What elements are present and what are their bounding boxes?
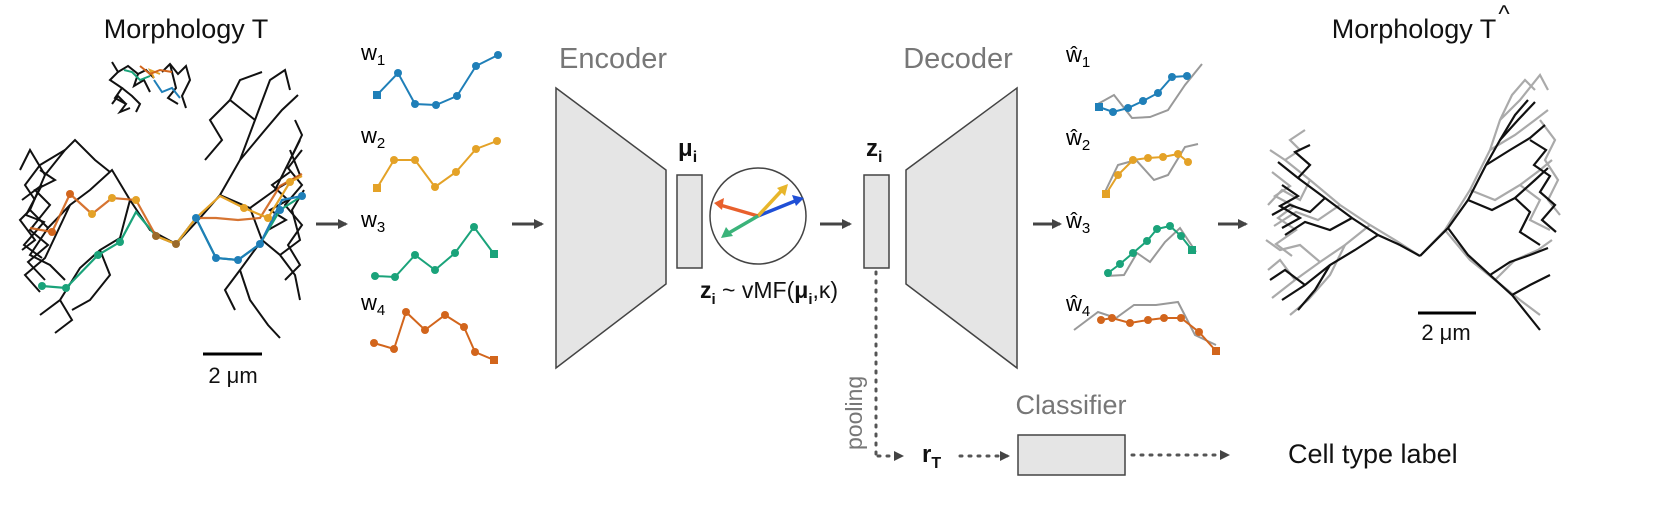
- output-morphology-gray-tree: [1265, 73, 1561, 316]
- output-morphology-black-tree: [1269, 99, 1557, 331]
- walk-3-series: [371, 223, 498, 281]
- walk-label-2: w2: [360, 123, 385, 152]
- input-scale-bar-label: 2 μm: [208, 363, 257, 388]
- reconstructed-walk-2: [1102, 143, 1199, 198]
- r-t-label: rT: [922, 441, 941, 472]
- reconstructed-walk-labels: ŵ1 ŵ2 ŵ3 ŵ4: [1065, 42, 1090, 320]
- cell-type-label: Cell type label: [1288, 439, 1458, 469]
- decoder-title: Decoder: [903, 43, 1013, 75]
- output-morphology-title: Morphology T: [1332, 14, 1497, 44]
- walk-hat-label-1: ŵ1: [1065, 42, 1090, 71]
- classifier-title: Classifier: [1015, 390, 1126, 420]
- sampling-equation: zi ~ vMF(μi,κ): [700, 277, 838, 308]
- latent-vector-box: [863, 174, 890, 269]
- classifier-box: [1017, 434, 1126, 476]
- von-mises-fisher-sphere-icon: [709, 167, 807, 265]
- walk-hat-label-3: ŵ3: [1065, 208, 1090, 237]
- encoder-trapezoid: [555, 86, 667, 370]
- walk-4-series: [370, 308, 498, 364]
- walk-1-series: [373, 51, 502, 109]
- walk-label-1: w1: [360, 40, 385, 69]
- reconstructed-walk-4: [1073, 300, 1220, 355]
- walk-labels: w1 w2 w3 w4: [360, 40, 385, 319]
- walk-hat-label-4: ŵ4: [1065, 291, 1090, 320]
- reconstructed-walk-3: [1104, 222, 1197, 277]
- input-scale-bar: 2 μm: [203, 352, 262, 388]
- output-scale-bar: 2 μm: [1418, 311, 1476, 345]
- walk-2-series: [373, 137, 501, 192]
- mu-label: μi: [678, 135, 697, 166]
- input-morphology-tree: [18, 68, 305, 339]
- walk-hat-label-2: ŵ2: [1065, 125, 1090, 154]
- walk-label-3: w3: [360, 207, 385, 236]
- input-walk-nodes: [38, 178, 306, 292]
- reconstructed-walk-1: [1095, 63, 1203, 120]
- decoder-trapezoid: [905, 86, 1018, 370]
- input-thumbnail: [108, 61, 192, 115]
- walk-label-4: w4: [360, 290, 385, 319]
- encoder-title: Encoder: [559, 43, 667, 75]
- z-label: zi: [866, 135, 882, 166]
- mu-vector-box: [676, 174, 703, 269]
- input-morphology-title: Morphology T: [104, 14, 269, 44]
- output-scale-bar-label: 2 μm: [1421, 320, 1470, 345]
- output-title-hat: ^: [1498, 1, 1510, 28]
- pooling-label: pooling: [841, 376, 867, 450]
